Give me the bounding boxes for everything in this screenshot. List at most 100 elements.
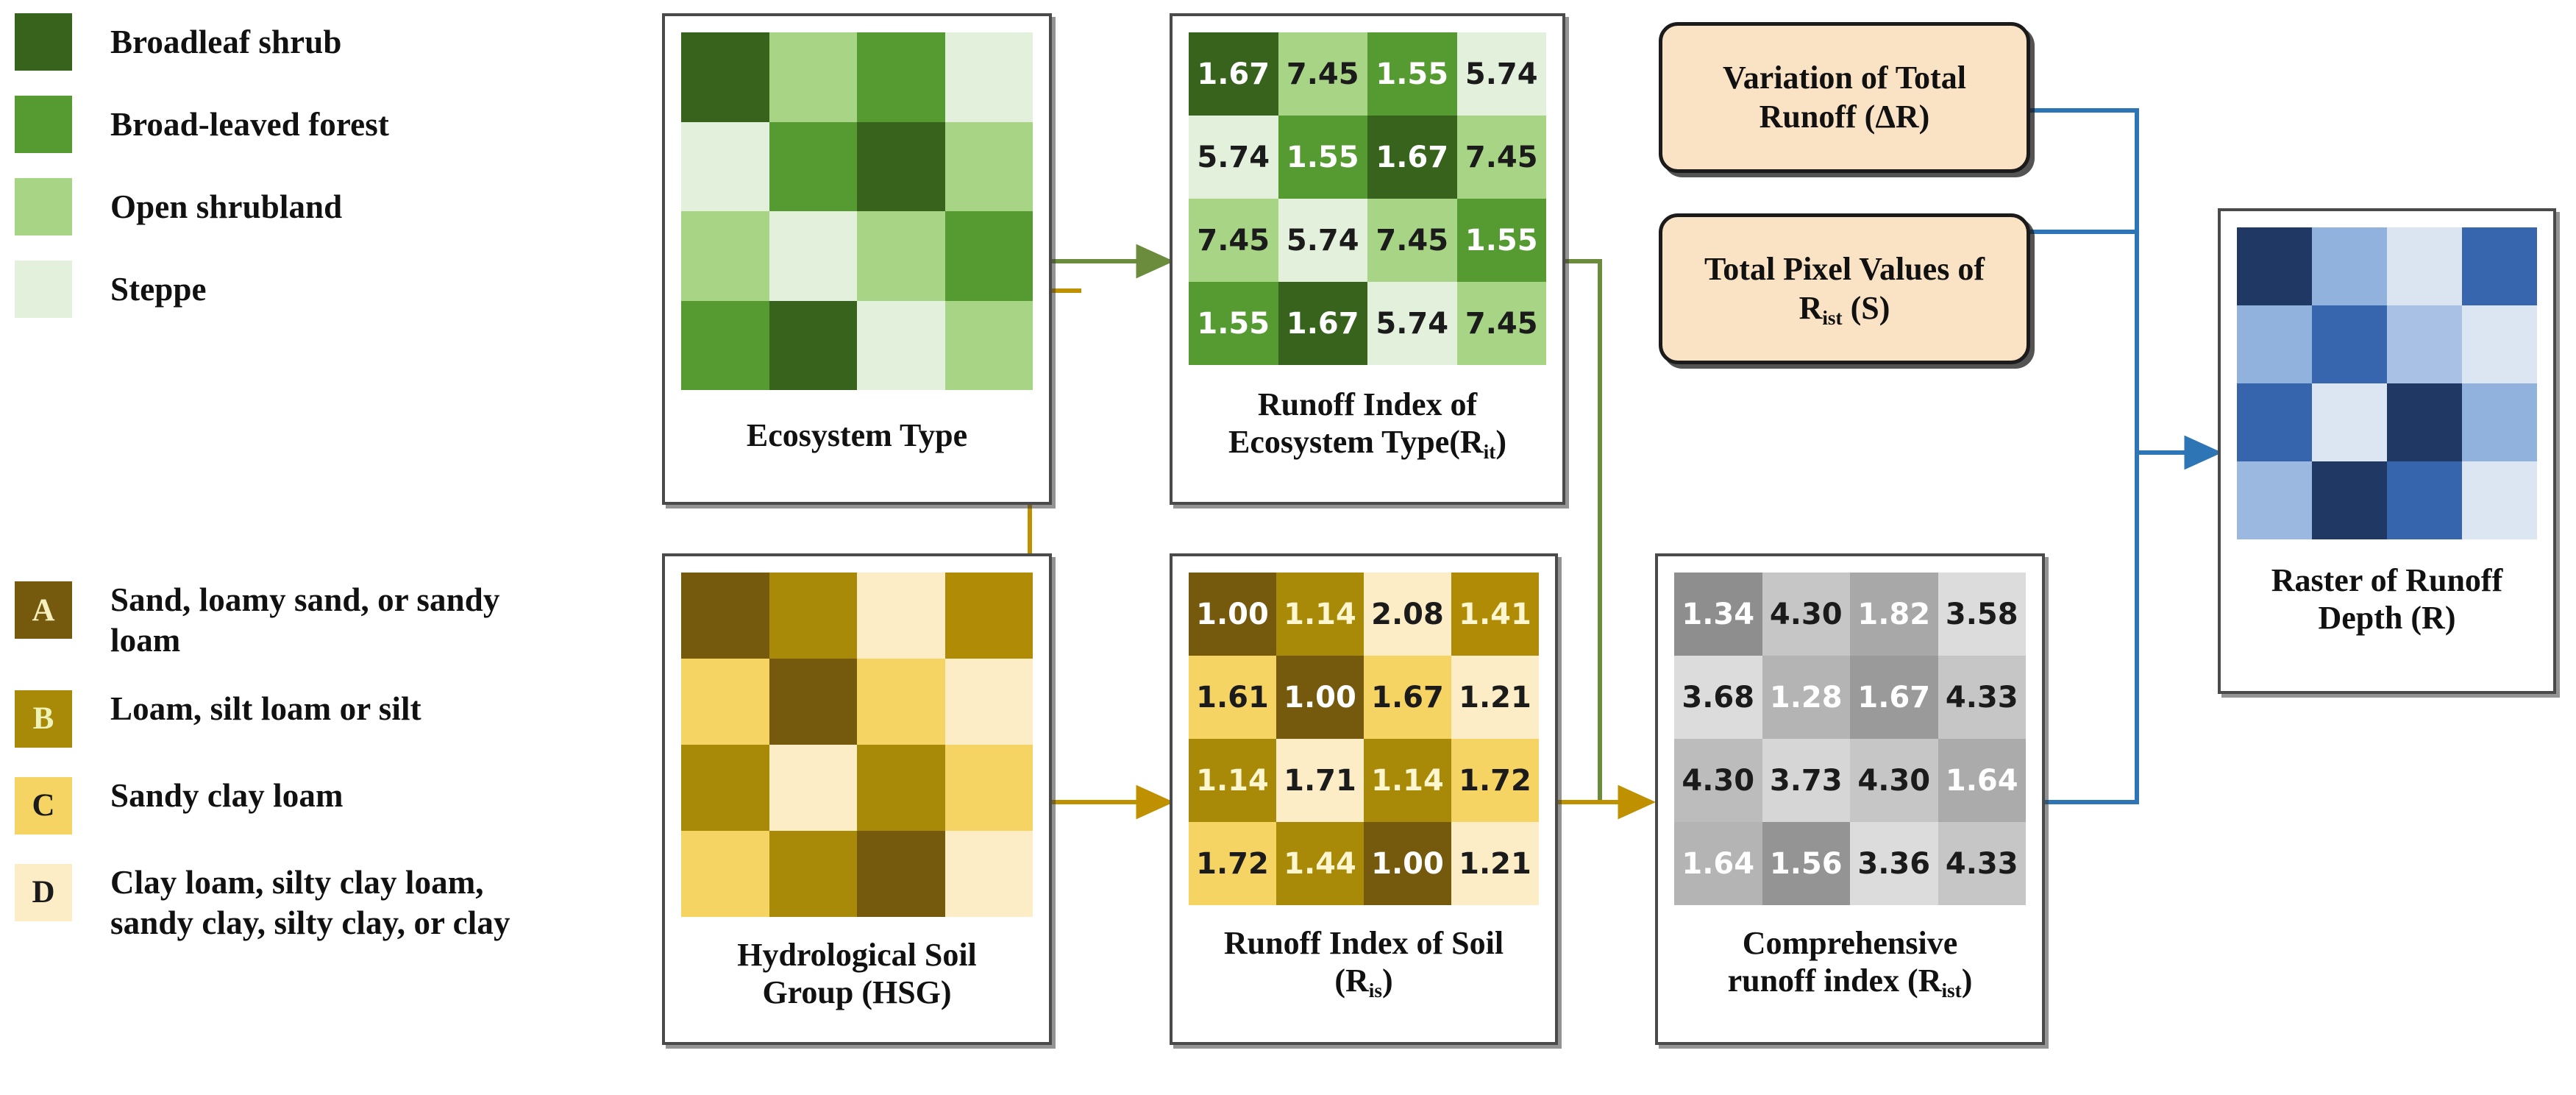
heatmap-cell: 1.71 [1276,739,1364,822]
heatmap-cell [2462,383,2537,461]
heatmap-cell: 4.30 [1674,739,1762,822]
caption-line-2: Group (HSG) [762,974,952,1011]
panel-raster-runoff-depth: Raster of Runoff Depth (R) [2218,208,2556,694]
heatmap-cell: 1.55 [1278,116,1367,199]
caption-line-1: Runoff Index of [1257,386,1478,422]
connector-variation-to-raster [2030,108,2139,453]
color-swatch-broad-leaved-forest [15,96,72,153]
heatmap-cell: 1.34 [1674,573,1762,656]
legend-item: Steppe [15,261,618,318]
heatmap-cell: 1.14 [1364,739,1451,822]
heatmap-cell: 7.45 [1456,116,1546,199]
heatmap-cell [857,32,945,122]
box-line-2: Runoff (ΔR) [1759,98,1930,135]
legend-item: C Sandy clay loam [15,776,625,834]
legend-label: Broad-leaved forest [110,105,389,143]
heatmap-cell [2312,305,2387,383]
heatmap-cell: 4.33 [1938,822,2026,905]
heatmap-cell [944,32,1033,122]
color-swatch-broadleaf-shrub [15,13,72,71]
heatmap-cell: 1.72 [1451,739,1539,822]
legend-label: Sand, loamy sand, or sandy loam [110,581,500,659]
heatmap-cell: 7.45 [1456,282,1546,365]
box-line-1: Total Pixel Values of [1704,250,1985,287]
heatmap-cell [2237,305,2312,383]
panel-ecosystem-type: Ecosystem Type [662,13,1052,505]
box-total-pixel-values: Total Pixel Values of Rist (S) [1659,213,2030,364]
heatmap-cell: 5.74 [1278,199,1367,282]
heatmap-cell: 1.82 [1850,573,1938,656]
heatmap-cell [2387,461,2462,539]
heatmap-cell [944,745,1033,831]
caption-line-2: Depth (R) [2318,600,2456,637]
heatmap-cell [681,573,769,659]
color-swatch-steppe [15,261,72,318]
heatmap-cell [2237,461,2312,539]
heatmap-cell [681,211,769,301]
heatmap-cell: 7.45 [1189,199,1278,282]
heatmap-cell: 1.55 [1367,32,1457,116]
ecosystem-type-grid [681,32,1033,390]
panel-caption: Hydrological Soil Group (HSG) [665,936,1049,1011]
heatmap-cell: 1.14 [1276,573,1364,656]
heatmap-cell [2387,383,2462,461]
heatmap-cell: 1.56 [1762,822,1850,905]
heatmap-cell: 1.00 [1189,573,1276,656]
connector-comprehensive-to-raster [2045,435,2223,804]
heatmap-cell [769,32,857,122]
heatmap-cell [681,121,769,211]
heatmap-cell: 1.00 [1276,656,1364,739]
box-variation-total-runoff: Variation of Total Runoff (ΔR) [1659,22,2030,173]
heatmap-cell: 3.58 [1938,573,2026,656]
soil-group-code: B [32,701,54,737]
heatmap-cell [769,659,857,745]
heatmap-cell [769,211,857,301]
panel-caption: Ecosystem Type [746,417,968,453]
legend-item: Broad-leaved forest [15,96,618,153]
soil-legend: A Sand, loamy sand, or sandy loam B Loam… [15,581,625,973]
vegetation-legend: Broadleaf shrub Broad-leaved forest Open… [15,13,618,343]
heatmap-cell: 7.45 [1278,32,1367,116]
caption-line-1: Comprehensive [1742,925,1958,961]
legend-item: Open shrubland [15,178,618,235]
legend-label: Open shrubland [110,188,343,225]
heatmap-cell [2312,461,2387,539]
box-line-2: Rist (S) [1798,289,1890,329]
heatmap-cell [2462,305,2537,383]
heatmap-cell [944,300,1033,390]
heatmap-cell: 3.36 [1850,822,1938,905]
soil-group-swatch-c: C [15,776,72,834]
heatmap-cell [2237,227,2312,305]
heatmap-cell [2237,383,2312,461]
heatmap-cell [857,745,945,831]
heatmap-cell [2387,227,2462,305]
caption-line-1: Runoff Index of Soil [1223,925,1504,961]
heatmap-cell: 5.74 [1367,282,1457,365]
heatmap-cell: 2.08 [1364,573,1451,656]
heatmap-cell: 1.44 [1276,822,1364,905]
heatmap-cell [857,659,945,745]
heatmap-cell: 1.61 [1189,656,1276,739]
heatmap-cell [857,121,945,211]
heatmap-cell [681,831,769,917]
heatmap-cell: 4.33 [1938,656,2026,739]
caption-line-1: Raster of Runoff [2271,562,2503,598]
heatmap-cell [944,659,1033,745]
box-line-1: Variation of Total [1723,59,1966,96]
heatmap-cell [681,32,769,122]
heatmap-cell: 4.30 [1850,739,1938,822]
heatmap-cell [2462,461,2537,539]
heatmap-cell: 1.67 [1278,282,1367,365]
heatmap-cell: 1.67 [1367,116,1457,199]
panel-caption: Runoff Index of Soil (Ris) [1173,924,1555,1002]
heatmap-cell [944,831,1033,917]
legend-label: Steppe [110,270,207,308]
heatmap-cell [769,300,857,390]
heatmap-cell [769,831,857,917]
heatmap-cell [769,121,857,211]
